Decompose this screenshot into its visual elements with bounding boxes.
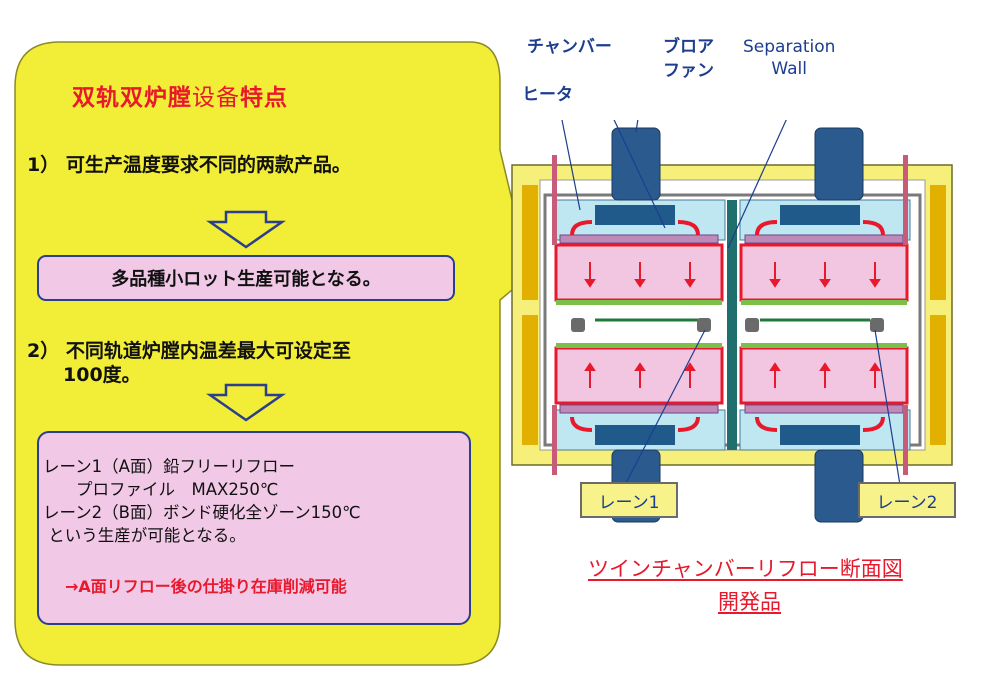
label-chamber: チャンバー xyxy=(527,37,612,57)
lane1-label: レーン1 xyxy=(580,482,678,518)
label-blower-line1: ブロア xyxy=(663,37,714,57)
box2-line: レーン2（B面）ボンド硬化全ゾーン150℃ xyxy=(43,503,361,522)
box2-note: →A面リフロー後の仕掛り在庫削減可能 xyxy=(65,577,347,596)
panel-title: 双轨双炉膛设备特点 xyxy=(72,85,288,111)
box2-line: という生産が可能となる。 xyxy=(43,526,246,545)
feature-point-2-line2: 100度。 xyxy=(63,364,141,386)
box2-line: プロファイル MAX250℃ xyxy=(43,480,279,499)
lane2-label: レーン2 xyxy=(858,482,956,518)
feature-point-2-line1: 2） 不同轨道炉膛内温差最大可设定至 xyxy=(27,340,351,362)
box2-line: レーン1（A面）鉛フリーリフロー xyxy=(43,457,295,476)
diagram-caption-sub: 開発品 xyxy=(718,590,781,614)
label-separation-wall: Separation Wall xyxy=(743,37,836,79)
down-arrow-2 xyxy=(206,383,286,422)
result-box-1: 多品種小ロット生産可能となる。 xyxy=(37,255,455,301)
diagram-caption: ツインチャンバーリフロー断面図 xyxy=(588,557,903,581)
result-box-2: レーン1（A面）鉛フリーリフロー プロファイル MAX250℃ レーン2（B面）… xyxy=(37,431,471,625)
label-blower-line2: ファン xyxy=(663,61,714,81)
reflow-oven-diagram xyxy=(511,120,953,523)
feature-point-1: 1） 可生产温度要求不同的两款产品。 xyxy=(27,154,351,176)
down-arrow-1 xyxy=(206,210,286,249)
label-heater: ヒータ xyxy=(522,85,573,105)
